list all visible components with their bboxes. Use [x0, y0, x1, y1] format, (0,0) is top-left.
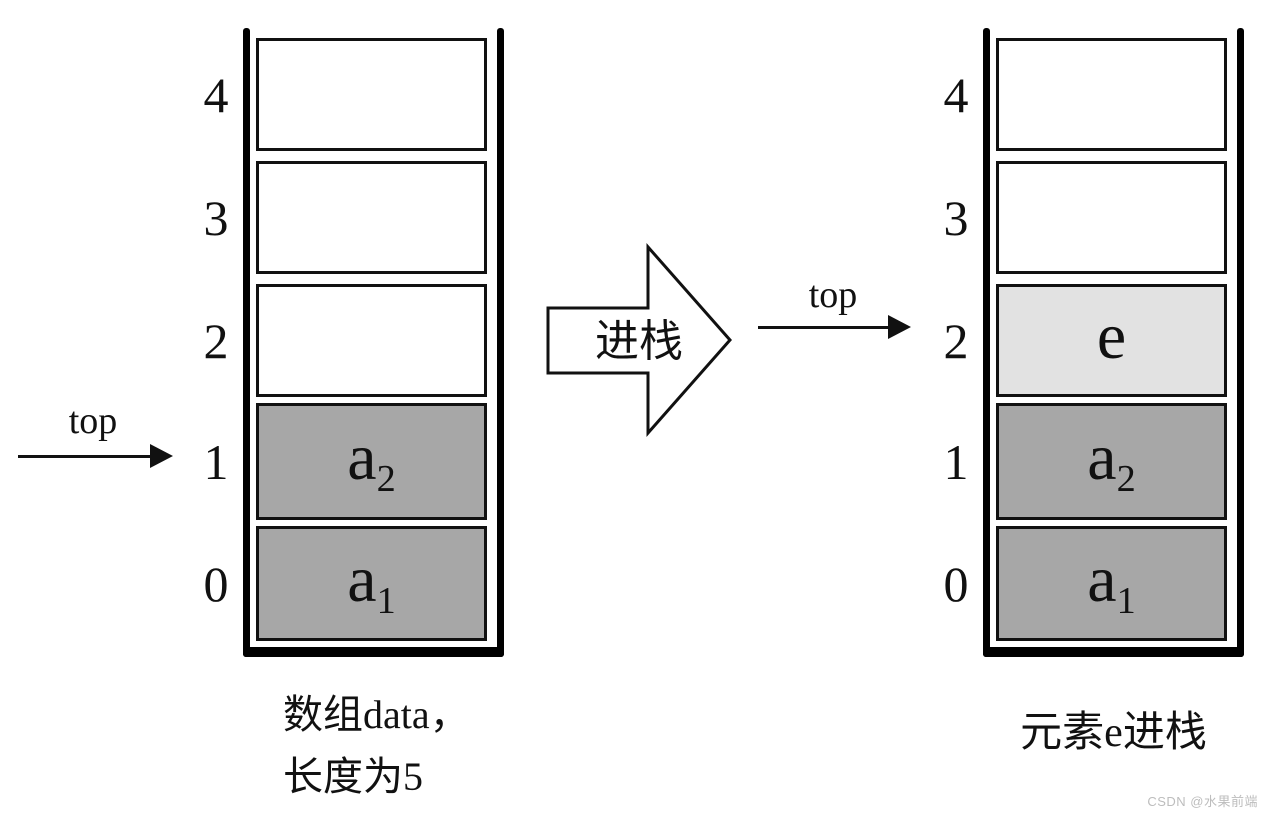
left-stack-right-wall	[497, 28, 504, 657]
right-stack-cell-0: a1	[996, 526, 1227, 641]
right-top-pointer-arrow-line	[758, 326, 890, 329]
left-stack-index-1: 1	[203, 433, 229, 490]
left-stack-cell-3	[256, 161, 487, 274]
cell-value: a1	[1087, 542, 1136, 622]
left-stack: a2 a1	[243, 28, 504, 657]
right-stack-caption: 元素e进栈	[1020, 710, 1207, 756]
right-top-pointer-label: top	[808, 274, 858, 316]
left-stack-cell-1: a2	[256, 403, 487, 520]
right-stack-cell-4	[996, 38, 1227, 151]
right-stack-right-wall	[1237, 28, 1244, 657]
left-stack-index-3: 3	[203, 189, 229, 246]
left-stack-cell-4	[256, 38, 487, 151]
right-top-pointer-arrow-head	[888, 315, 911, 339]
left-stack-caption-line1: 数组data，	[283, 692, 470, 737]
left-stack-index-4: 4	[203, 66, 229, 123]
push-block-arrow: 进栈	[546, 243, 732, 437]
right-stack-index-1: 1	[943, 433, 969, 490]
right-stack-bottom	[983, 647, 1244, 657]
right-stack-cell-1: a2	[996, 403, 1227, 520]
right-stack-cell-3	[996, 161, 1227, 274]
cell-value: a2	[1087, 420, 1136, 500]
left-stack-index-2: 2	[203, 312, 229, 369]
right-stack-index-2: 2	[943, 312, 969, 369]
right-stack: e a2 a1	[983, 28, 1244, 657]
left-top-pointer-arrow-head	[150, 444, 173, 468]
right-stack-index-0: 0	[943, 555, 969, 612]
push-block-arrow-shape	[546, 243, 732, 437]
left-stack-caption: 数组data， 长度为5	[283, 684, 470, 808]
push-block-arrow-label: 进栈	[595, 317, 683, 366]
left-stack-cell-0: a1	[256, 526, 487, 641]
cell-value: a2	[347, 420, 396, 500]
left-top-pointer-label: top	[68, 400, 118, 442]
right-stack-left-wall	[983, 28, 990, 657]
right-stack-index-4: 4	[943, 66, 969, 123]
left-stack-caption-line2: 长度为5	[283, 754, 423, 799]
left-stack-left-wall	[243, 28, 250, 657]
left-stack-bottom	[243, 647, 504, 657]
left-top-pointer-arrow-line	[18, 455, 152, 458]
right-stack-index-3: 3	[943, 189, 969, 246]
left-stack-index-0: 0	[203, 555, 229, 612]
watermark: CSDN @水果前端	[1147, 794, 1258, 809]
cell-value: e	[1096, 299, 1127, 373]
right-stack-cell-2: e	[996, 284, 1227, 397]
left-stack-cell-2	[256, 284, 487, 397]
cell-value: a1	[347, 542, 396, 622]
